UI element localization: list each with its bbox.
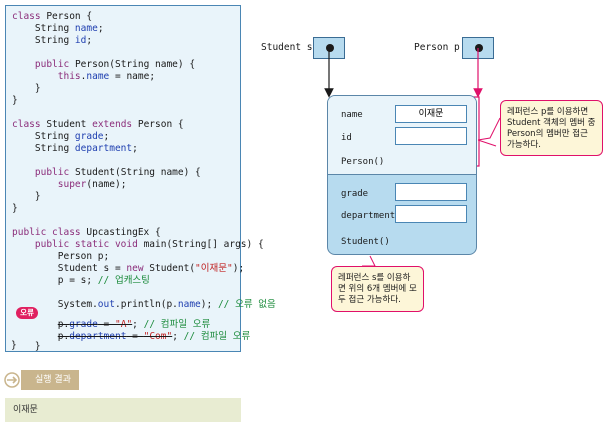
code-line-17: } (12, 203, 18, 214)
member-name: name (341, 110, 363, 120)
code-line-12: String department; (12, 143, 138, 154)
error-badge: 오류 (16, 307, 38, 319)
code-line-7: } (12, 83, 41, 94)
code-line-5: public Person(String name) { (34, 59, 196, 70)
code-line-30: } (11, 340, 17, 351)
code-line-16: } (12, 191, 41, 202)
callout-person-ref: 레퍼런스 p를 이용하면 Student 객체의 멤버 중 Person의 멤버… (500, 100, 603, 156)
code-line-19: public class UpcastingEx { (12, 227, 161, 238)
department-field (395, 205, 467, 223)
member-grade: grade (341, 189, 369, 199)
student-object: name 이재문 id Person() grade department St… (327, 95, 477, 255)
code-line-22: Student s = new Student("이재문"); (12, 263, 245, 274)
code-line-15: super(name); (57, 179, 127, 190)
pointer-dot (326, 44, 334, 52)
pointer-dot (475, 44, 483, 52)
code-line-23: p = s; // 업캐스팅 (12, 275, 150, 286)
code-panel: class Person { String name; String id; p… (5, 5, 276, 352)
code-line-2: String name; (12, 23, 104, 34)
code-line-11: String grade; (12, 131, 110, 142)
code-line-20: public static void main(String[] args) { (34, 239, 264, 250)
code-line-28: p.department = "Com"; // 컴파일 오류 (57, 331, 251, 342)
ref-s-label: Student s (261, 42, 313, 53)
code-line-25: System.out.println(p.name); // 오류 없음 (12, 299, 276, 310)
result-label: 실행 결과 (21, 370, 79, 390)
code-line-27: p.grade = "A"; // 컴파일 오류 (57, 319, 211, 330)
ref-p-label: Person p (414, 42, 460, 53)
code-line-6: this.name = name; (57, 71, 156, 82)
grade-field (395, 183, 467, 201)
id-field (395, 127, 467, 145)
code-line-14: public Student(String name) { (34, 167, 201, 178)
code-line-3: String id; (12, 35, 93, 46)
arrow-right-icon (4, 372, 20, 388)
callout-student-ref: 레퍼런스 s를 이용하면 위의 6개 멤버에 모두 접근 가능하다. (331, 266, 424, 312)
member-person-ctor: Person() (341, 157, 385, 167)
code-line-10: class Student extends Person { (12, 119, 184, 130)
name-field: 이재문 (395, 105, 467, 123)
person-part: name 이재문 id Person() (328, 96, 476, 175)
member-department: department (341, 211, 396, 221)
code-line-1: class Person { (12, 11, 93, 22)
result-output: 이재문 (5, 398, 241, 422)
code-line-21: Person p; (12, 251, 110, 262)
code-line-8: } (12, 95, 18, 106)
member-student-ctor: Student() (341, 237, 390, 247)
member-id: id (341, 133, 352, 143)
code-line-29: } (12, 341, 41, 352)
